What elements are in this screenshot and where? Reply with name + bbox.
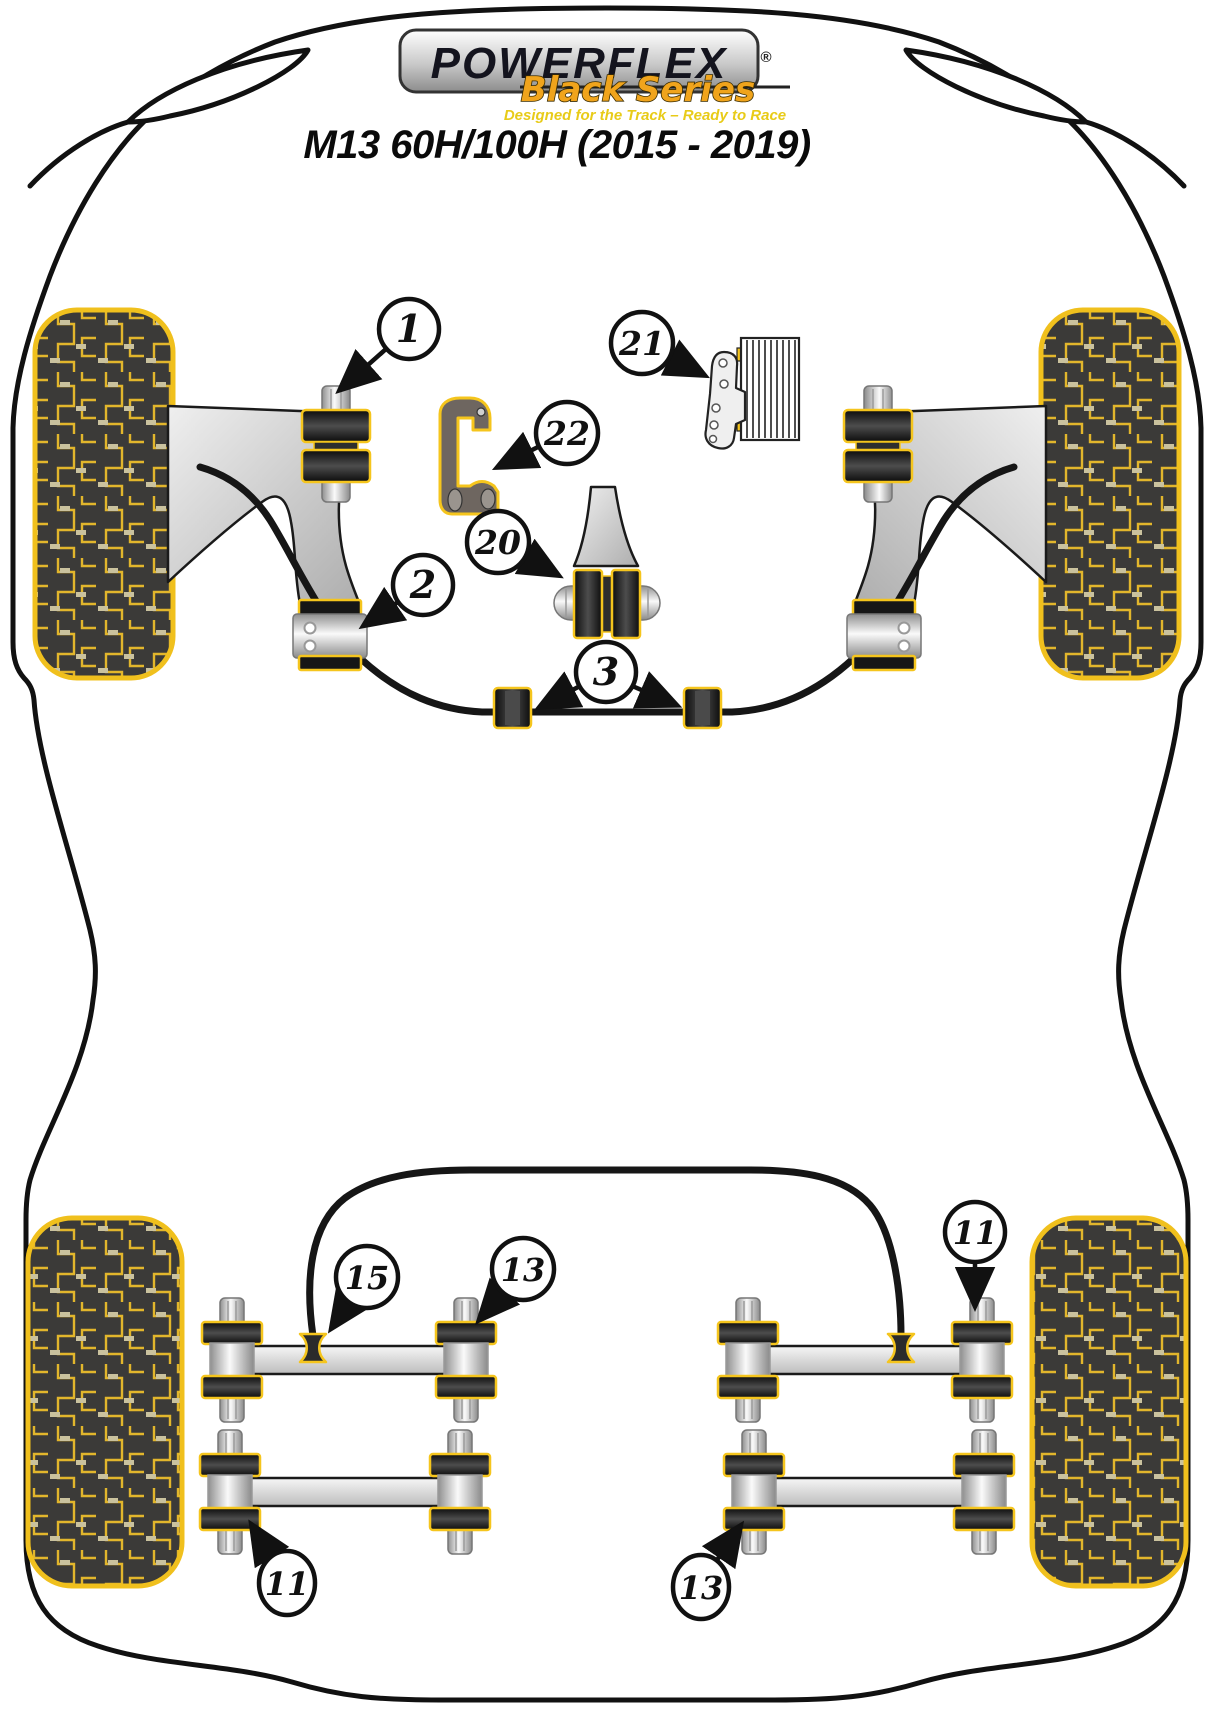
logo-tagline: Designed for the Track – Ready to Race <box>504 107 786 124</box>
callout-3-label: 3 <box>593 649 619 694</box>
rear-upper-arm-right <box>716 1296 1014 1424</box>
c-bracket <box>438 396 500 516</box>
arrow-1 <box>335 346 389 394</box>
logo-series: Black Series <box>521 70 755 110</box>
front-anti-roll-bar <box>196 463 1018 716</box>
callout-13-lower-label: 13 <box>679 1569 724 1607</box>
callout-21: 21 <box>608 309 676 377</box>
lower-engine-mount-arm <box>572 485 640 568</box>
lower-engine-mount-bushing <box>553 568 661 640</box>
callout-3: 3 <box>573 639 639 705</box>
callout-1-label: 1 <box>396 306 422 351</box>
callout-15: 15 <box>333 1243 401 1311</box>
callout-22-label: 22 <box>543 414 590 453</box>
front-arb-bushing-right <box>682 686 723 730</box>
arrow-2 <box>358 586 408 630</box>
callout-1: 1 <box>376 296 442 362</box>
callout-15-label: 15 <box>345 1259 390 1297</box>
engine-mount-bracket <box>704 350 747 450</box>
callout-11-lower-label: 11 <box>265 1565 310 1603</box>
callout-13-upper-label: 13 <box>501 1251 546 1289</box>
callout-2: 2 <box>390 552 456 618</box>
arrow-21 <box>660 339 711 379</box>
arrow-13-lower <box>701 1520 745 1570</box>
callout-2-label: 2 <box>409 562 436 607</box>
registered-mark: ® <box>760 49 771 66</box>
callout-arrows <box>248 339 996 1570</box>
callout-11-right-label: 11 <box>953 1214 998 1252</box>
engine-mount-insert <box>736 336 801 442</box>
callout-11-right: 11 <box>942 1199 1008 1265</box>
arrow-22 <box>491 431 543 471</box>
tire-rear-right <box>1029 1215 1189 1589</box>
callout-22: 22 <box>533 399 601 467</box>
rear-lower-arm-right <box>722 1428 1016 1556</box>
rear-anti-roll-bar <box>306 1166 905 1340</box>
callout-21-label: 21 <box>618 324 665 363</box>
logo-plate <box>398 28 760 94</box>
page-title: M13 60H/100H (2015 - 2019) <box>303 123 810 167</box>
arrow-3-right <box>627 671 683 709</box>
arrow-15 <box>327 1284 370 1334</box>
mirror-left <box>27 47 311 189</box>
callout-13-lower: 13 <box>670 1552 732 1622</box>
callout-20: 20 <box>464 508 532 576</box>
logo-brand: POWERFLEX <box>431 39 728 88</box>
front-arm-rear-bushing-right <box>845 598 923 672</box>
front-arm-front-bushing-left <box>300 385 372 503</box>
mirror-right <box>903 47 1187 189</box>
front-arb-bushing-left <box>492 686 533 730</box>
arrow-3-left <box>534 671 585 711</box>
arrow-11-lower <box>248 1519 290 1569</box>
tire-rear-left <box>25 1215 185 1589</box>
callout-11-lower: 11 <box>256 1548 318 1618</box>
rear-upper-arm-left <box>200 1296 498 1424</box>
tire-front-right <box>1038 307 1182 681</box>
arrow-20 <box>514 538 564 579</box>
car-outline <box>10 5 1204 1703</box>
front-arm-rear-bushing-left <box>292 598 368 672</box>
powerflex-logo: POWERFLEX ® Black Series Designed for th… <box>398 28 790 124</box>
tire-front-left <box>32 307 176 681</box>
callout-13-upper: 13 <box>489 1235 557 1303</box>
rear-lower-arm-left <box>198 1428 492 1556</box>
callout-20-label: 20 <box>474 523 521 562</box>
arrow-13-upper <box>475 1277 521 1325</box>
